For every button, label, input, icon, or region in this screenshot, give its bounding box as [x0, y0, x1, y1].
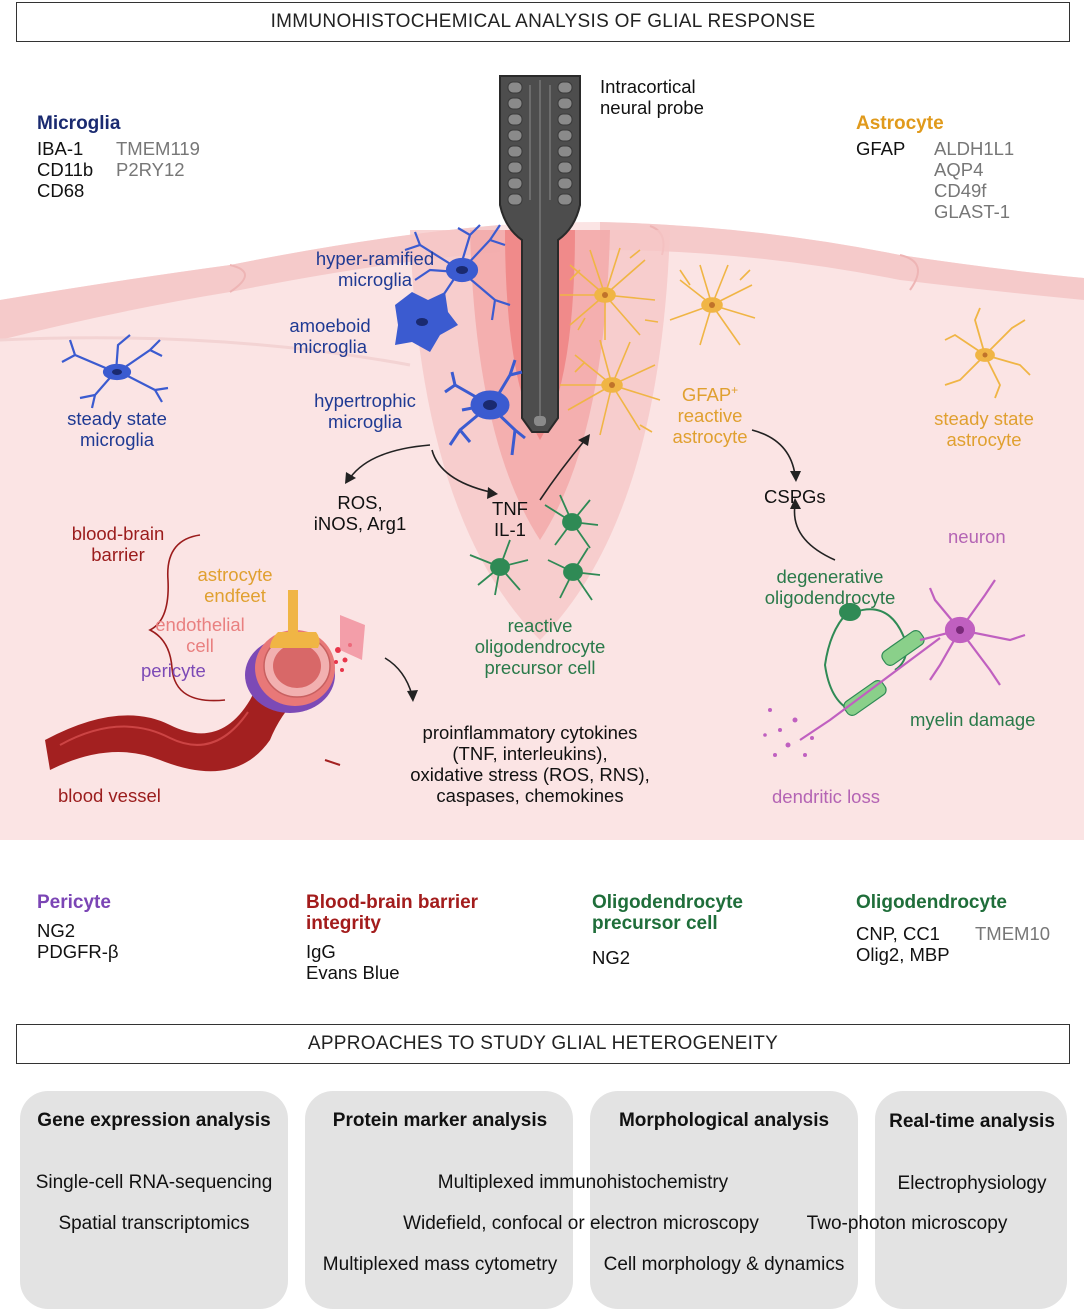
opc-marker: NG2 [592, 947, 631, 968]
tissue-surface [0, 225, 500, 340]
microglia-marker-secondary: P2RY12 [116, 159, 185, 180]
oligo-marker-title: Oligodendrocyte [856, 892, 1007, 913]
astrocyte-marker-secondary: ALDH1L1 [934, 138, 1015, 159]
panel-title: Real-time analysis [889, 1111, 1055, 1132]
panel-title: Morphological analysis [618, 1110, 830, 1131]
pericyte-label: pericyte [141, 660, 206, 681]
panel-real-time [875, 1091, 1067, 1309]
cspgs-label: CSPGs [764, 486, 826, 507]
neural-probe [499, 75, 581, 433]
microglia-marker-secondary: TMEM119 [116, 138, 200, 159]
myelin-segments [843, 630, 925, 716]
panel-morphological [590, 1091, 858, 1309]
bottom-title-box: APPROACHES TO STUDY GLIAL HETEROGENEITY [16, 1024, 1070, 1064]
microglia-marker: CD68 [37, 180, 85, 201]
approach-item: Two-photon microscopy [806, 1213, 1008, 1234]
neuron-label: neuron [948, 526, 1006, 547]
top-title: IMMUNOHISTOCHEMICAL ANALYSIS OF GLIAL RE… [270, 11, 816, 32]
microglia-marker: CD11b [37, 159, 94, 180]
approach-item: Multiplexed mass cytometry [322, 1254, 558, 1275]
astrocyte-title: Astrocyte [856, 113, 944, 134]
panel-title: Protein marker analysis [332, 1110, 548, 1131]
panel-title: Gene expression analysis [37, 1110, 271, 1131]
steady-microglia-cell [61, 334, 169, 409]
probe-label-line2: neural probe [600, 97, 704, 118]
oligo-marker-secondary: TMEM10 [975, 923, 1051, 944]
dendritic-loss-label: dendritic loss [772, 786, 880, 807]
panel-protein-marker [305, 1091, 573, 1309]
blood-vessel [45, 590, 365, 772]
microglia-title: Microglia [37, 113, 121, 134]
pericyte-marker: PDGFR-β [37, 941, 119, 962]
degenerative-oligodendrocyte [823, 603, 908, 711]
pericyte-marker: NG2 [37, 920, 76, 941]
astrocyte-marker-secondary: AQP4 [934, 159, 984, 180]
approach-item: Single-cell RNA-sequencing [35, 1172, 273, 1193]
opc-cells [469, 494, 601, 601]
approach-item: Cell morphology & dynamics [603, 1254, 845, 1275]
approach-item: Widefield, confocal or electron microsco… [403, 1213, 759, 1234]
approach-item: Spatial transcriptomics [58, 1213, 250, 1234]
ros-label: ROS,iNOS, Arg1 [313, 492, 407, 534]
astrocyte-marker: GFAP [856, 138, 906, 159]
approach-item: Electrophysiology [897, 1173, 1047, 1194]
panel-gene-expression [20, 1091, 288, 1309]
myelin-damage-label: myelin damage [910, 709, 1036, 730]
microglia-marker: IBA-1 [37, 138, 84, 159]
top-title-box: IMMUNOHISTOCHEMICAL ANALYSIS OF GLIAL RE… [16, 2, 1070, 42]
glial-response-illustration [0, 75, 1084, 840]
steady-astrocyte-cell [944, 307, 1031, 399]
astrocyte-marker-secondary: CD49f [934, 180, 987, 201]
oligo-marker: Olig2, MBP [856, 944, 950, 965]
bbb-marker: IgG [306, 941, 336, 962]
blood-vessel-label: blood vessel [58, 785, 161, 806]
oligo-marker: CNP, CC1 [856, 923, 940, 944]
approach-item: Multiplexed immunohistochemistry [437, 1172, 729, 1193]
cytokines-label: proinflammatory cytokines(TNF, interleuk… [410, 722, 650, 806]
bottom-title: APPROACHES TO STUDY GLIAL HETEROGENEITY [307, 1033, 779, 1054]
pericyte-marker-title: Pericyte [37, 892, 111, 913]
astrocyte-marker-secondary: GLAST-1 [934, 201, 1011, 222]
probe-label-line1: Intracortical [600, 76, 696, 97]
hypertrophic-microglia-cell [444, 359, 526, 456]
bbb-marker: Evans Blue [306, 962, 400, 983]
neuron-cell [799, 579, 1026, 741]
bbb-bracket [148, 534, 226, 702]
